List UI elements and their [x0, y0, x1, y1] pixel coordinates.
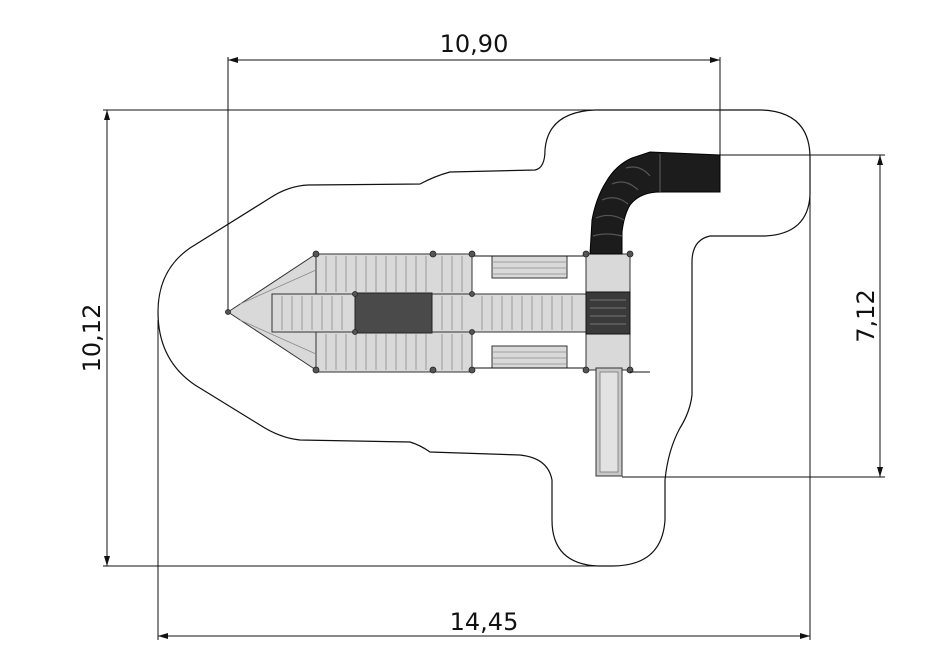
- dimension-overall-width: 14,45: [157, 185, 811, 640]
- dimension-overall-height: 10,12: [78, 109, 600, 567]
- dimension-label-overall-height: 10,12: [78, 304, 106, 373]
- ship-deck-structure: [225, 250, 634, 374]
- dimension-structure-height: 7,12: [622, 154, 885, 478]
- safety-zone-outline: [157, 109, 811, 567]
- stair-block: [585, 291, 631, 335]
- dimension-label-structure-height: 7,12: [852, 289, 880, 342]
- dimension-top-width: 10,90: [227, 30, 721, 312]
- deck-dark-panel: [354, 292, 433, 334]
- dimension-label-overall-width: 14,45: [450, 608, 519, 636]
- straight-slide: [595, 367, 650, 477]
- dimension-label-top-width: 10,90: [440, 30, 509, 58]
- tube-slide: [589, 151, 721, 255]
